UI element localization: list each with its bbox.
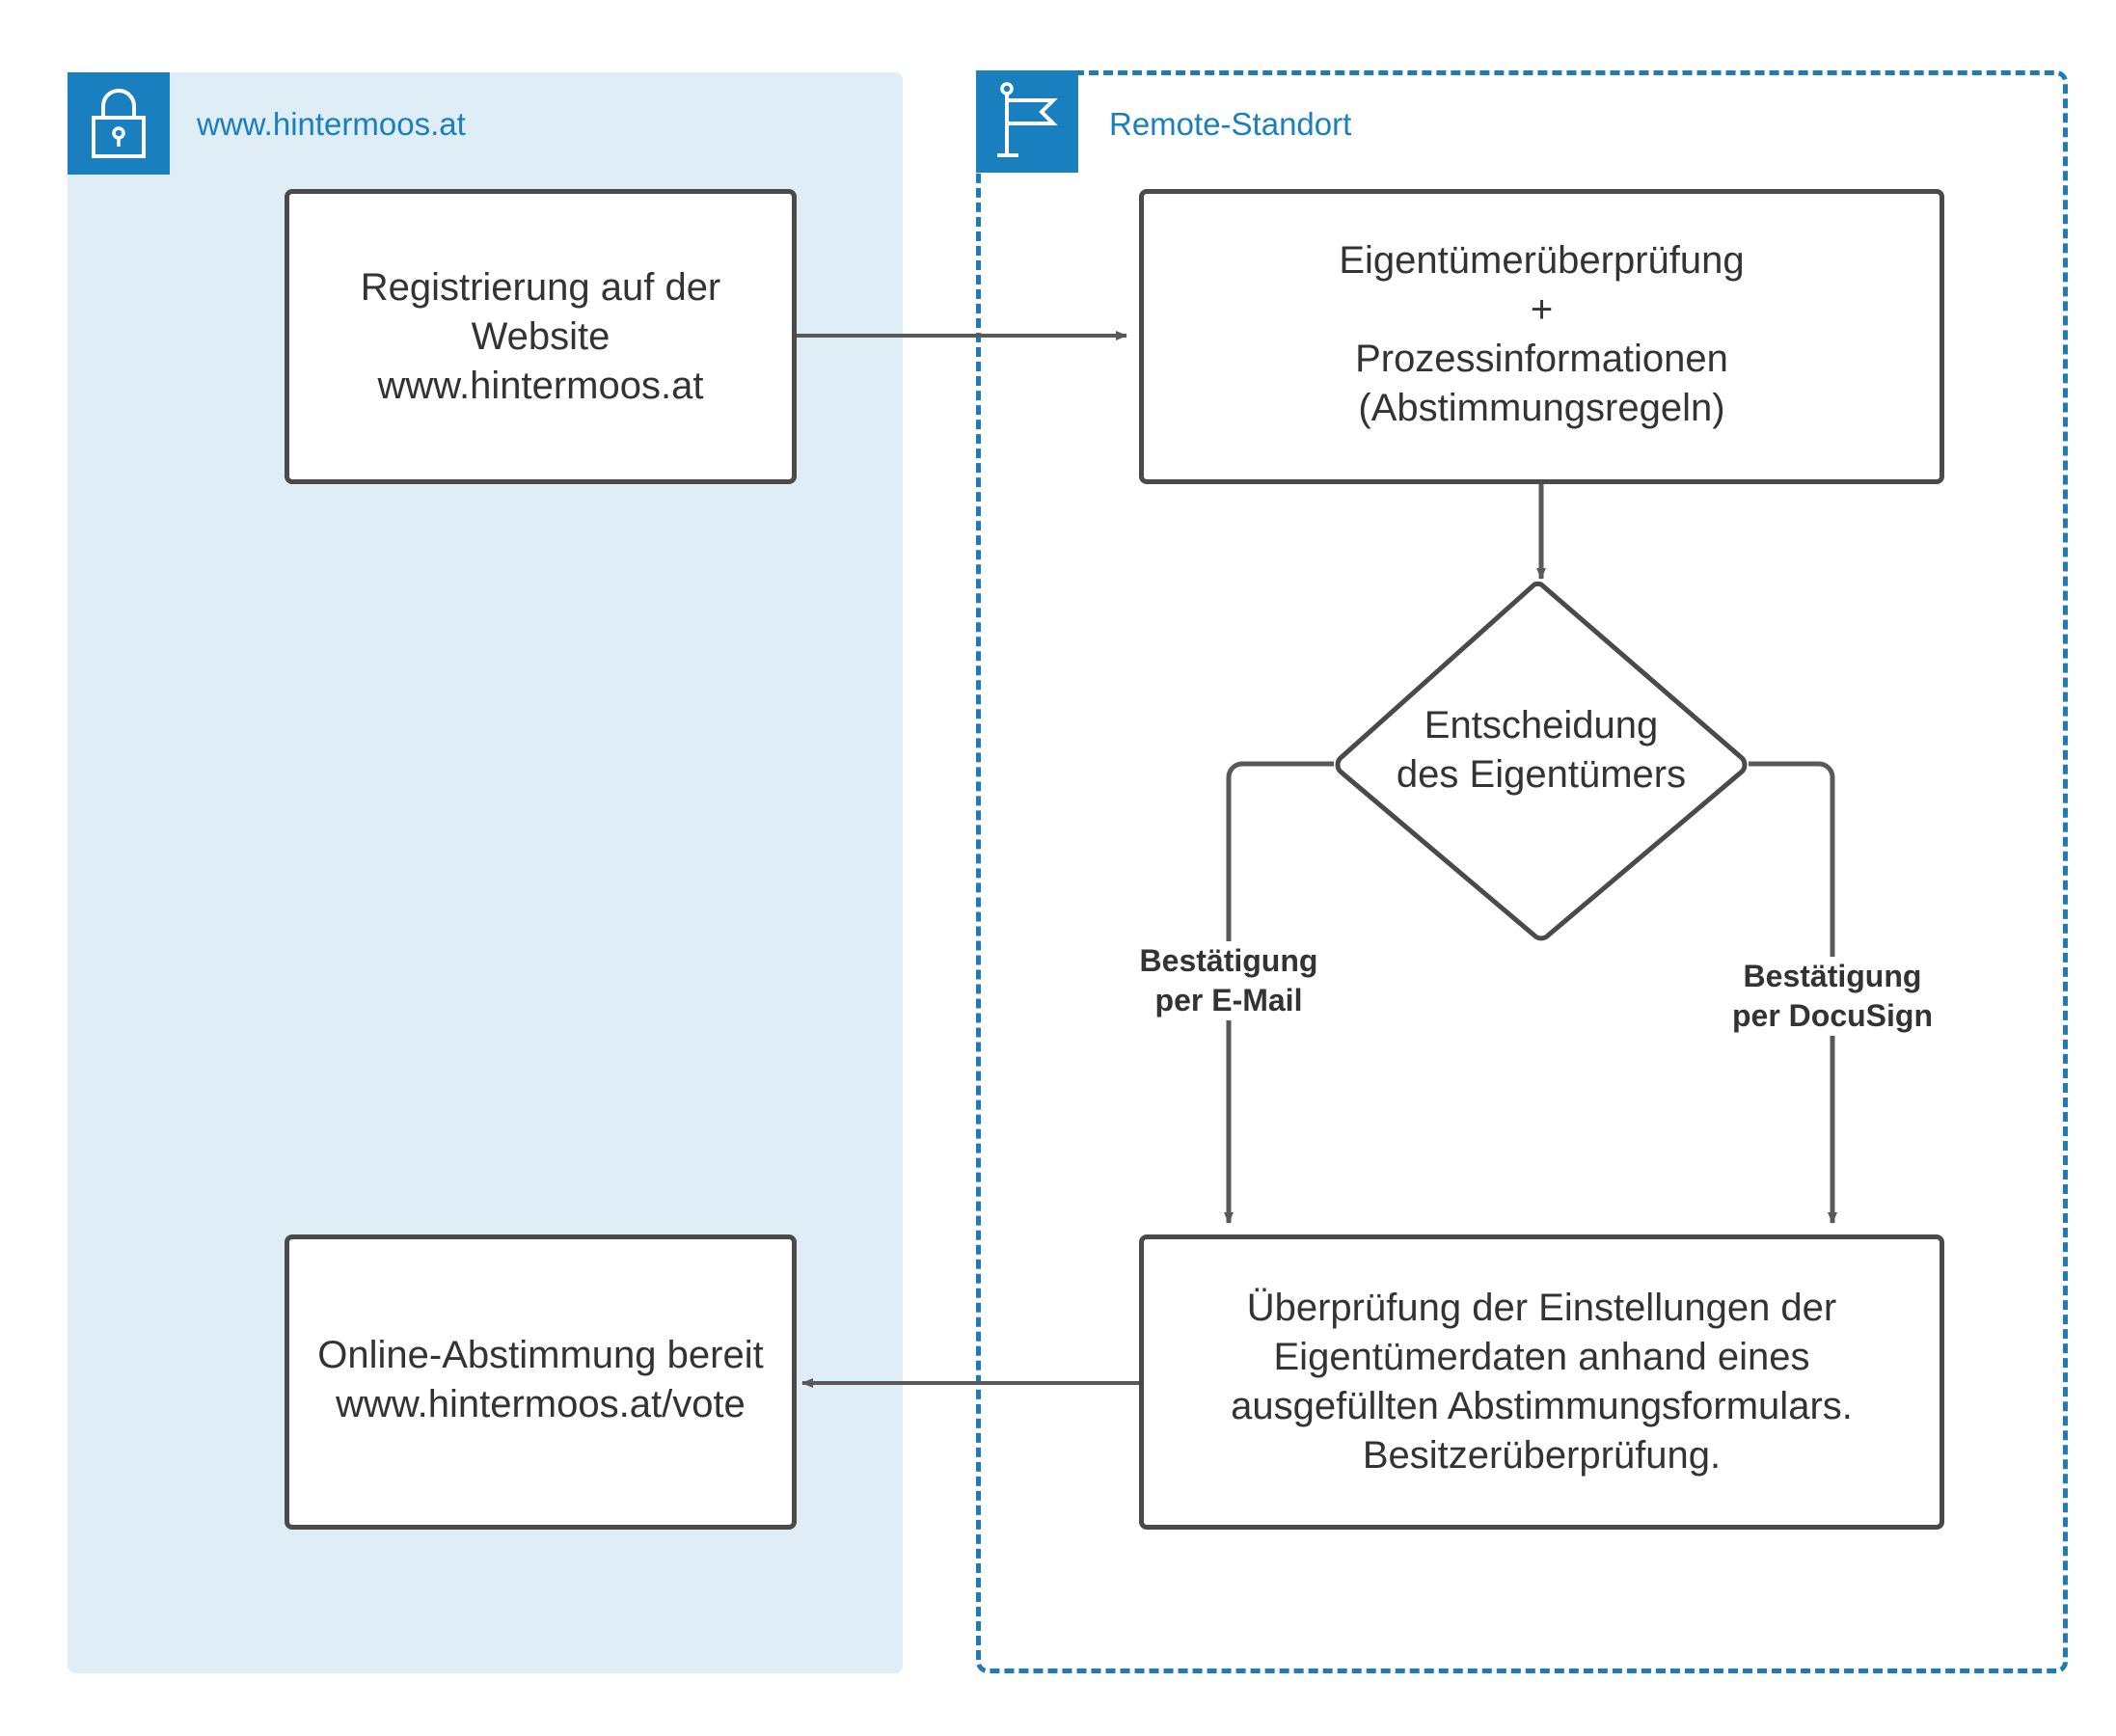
owner-check-text-line-3: Prozessinformationen (1355, 338, 1728, 380)
owner-check-text-line-2: + (1530, 288, 1554, 331)
remote-site-zone (976, 70, 2068, 1673)
edge-label-email-line-2: per E-Mail (1154, 983, 1303, 1017)
edge-label-docusign: Bestätigung per DocuSign (1713, 957, 1952, 1036)
decision-text: Entscheidung des Eigentümers (1368, 701, 1715, 800)
online-vote-box: Online-Abstimmung bereit www.hintermoos.… (285, 1234, 797, 1530)
decision-text-line-2: des Eigentümers (1396, 753, 1687, 796)
website-zone-label: www.hintermoos.at (197, 106, 466, 142)
registration-text-line-2: Website (471, 314, 610, 358)
verification-box: Überprüfung der Einstellungen der Eigent… (1139, 1234, 1944, 1530)
flag-icon (976, 70, 1078, 173)
arrow-email-branch (1224, 761, 1334, 1224)
decision-text-line-1: Entscheidung (1424, 704, 1659, 746)
edge-label-email: Bestätigung per E-Mail (1119, 941, 1339, 1020)
verification-text-line-1: Überprüfung der Einstellungen der (1246, 1287, 1837, 1329)
registration-text-line-3: www.hintermoos.at (377, 364, 704, 407)
online-vote-text-line-2: www.hintermoos.at/vote (336, 1383, 746, 1425)
decision-diamond (1335, 581, 1748, 941)
registration-text-line-1: Registrierung auf der (360, 265, 721, 309)
verification-text-line-3: ausgefüllten Abstimmungsformulars. (1231, 1385, 1853, 1427)
registration-box: Registrierung auf der Website www.hinter… (285, 189, 797, 484)
owner-check-text-line-1: Eigentümerüberprüfung (1339, 239, 1745, 282)
edge-label-docusign-line-2: per DocuSign (1731, 998, 1933, 1033)
arrow-docusign-branch (1749, 761, 1837, 1224)
verification-text-line-4: Besitzerüberprüfung. (1362, 1434, 1722, 1477)
online-vote-text-line-1: Online-Abstimmung bereit (317, 1334, 764, 1376)
edge-label-docusign-line-1: Bestätigung (1743, 959, 1922, 993)
lock-icon (68, 72, 170, 175)
verification-text-line-2: Eigentümerdaten anhand eines (1273, 1336, 1810, 1378)
edge-label-email-line-1: Bestätigung (1139, 943, 1318, 978)
owner-check-box: Eigentümerüberprüfung + Prozessinformati… (1139, 189, 1944, 484)
remote-site-zone-label: Remote-Standort (1109, 106, 1352, 142)
owner-check-text-line-4: (Abstimmungsregeln) (1358, 387, 1725, 429)
